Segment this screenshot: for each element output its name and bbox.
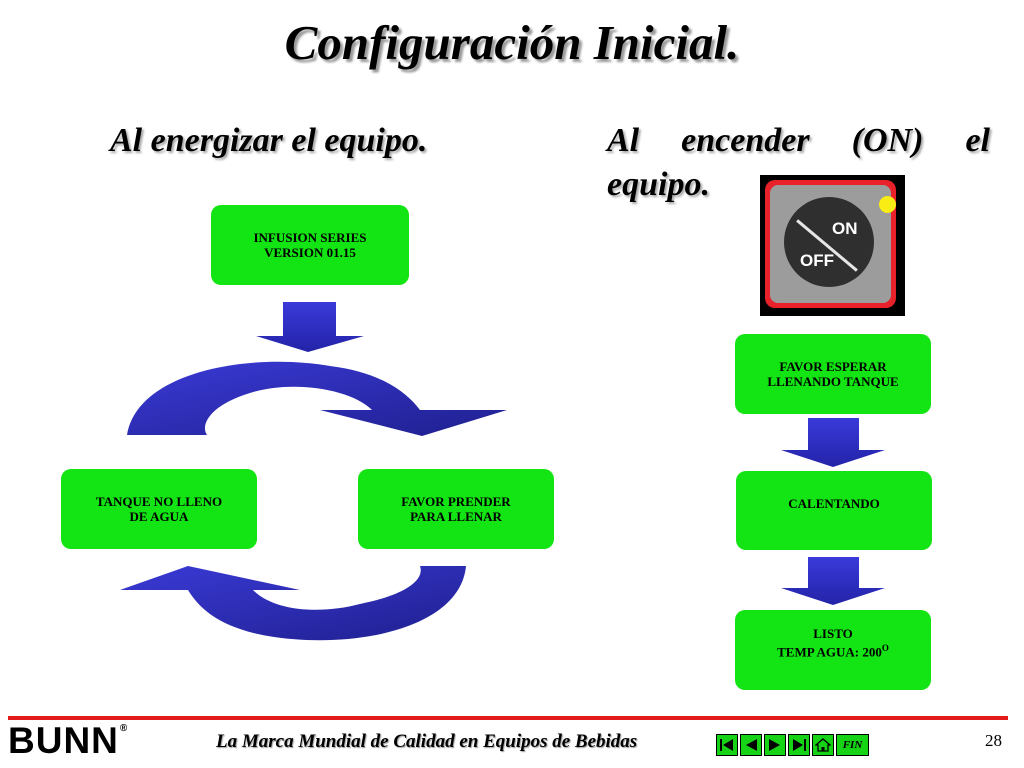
switch-off-label: OFF xyxy=(800,251,834,270)
tank-not-full-text: TANQUE NO LLENO DE AGUA xyxy=(95,494,223,524)
upper-curved-arrow xyxy=(127,361,507,436)
last-slide-button[interactable] xyxy=(788,734,810,756)
slide-navigation: FIN xyxy=(716,734,871,756)
ready-line1: LISTO xyxy=(813,626,853,641)
next-slide-button[interactable] xyxy=(764,734,786,756)
lower-curved-arrow xyxy=(120,566,466,641)
first-slide-button[interactable] xyxy=(716,734,738,756)
footer-tagline: La Marca Mundial de Calidad en Equipos d… xyxy=(216,731,638,752)
wait-filling-text: FAVOR ESPERAR LLENANDO TANQUE xyxy=(767,359,899,389)
logo-text: BUNN xyxy=(8,720,119,761)
end-show-button[interactable]: FIN xyxy=(836,734,869,756)
wait-filling-box: FAVOR ESPERAR LLENANDO TANQUE xyxy=(735,334,931,414)
heating-text: CALENTANDO xyxy=(788,496,880,511)
right-heading-line2: equipo. xyxy=(607,166,710,203)
triangle-right-icon xyxy=(769,739,780,751)
version-box-text: INFUSION SERIES VERSION 01.15 xyxy=(253,230,367,260)
tank-not-full-box: TANQUE NO LLENO DE AGUA xyxy=(61,469,257,549)
right-heading-word: encender xyxy=(681,122,810,159)
down-arrow xyxy=(256,302,364,352)
left-heading: Al energizar el equipo. xyxy=(110,122,428,159)
heating-box: CALENTANDO xyxy=(736,471,932,550)
degree-mark: O xyxy=(881,643,889,653)
skip-forward-icon xyxy=(793,739,806,751)
skip-back-icon xyxy=(720,739,733,751)
right-heading-word: Al xyxy=(607,122,640,159)
turn-on-box: FAVOR PRENDER PARA LLENAR xyxy=(358,469,554,549)
version-box: INFUSION SERIES VERSION 01.15 xyxy=(211,205,409,285)
page-number: 28 xyxy=(985,731,1002,750)
right-heading-word: (ON) xyxy=(851,122,924,159)
footer-divider xyxy=(8,716,1008,720)
on-off-switch-image: ON OFF xyxy=(760,175,905,316)
triangle-left-icon xyxy=(746,739,757,751)
switch-face: ON OFF xyxy=(770,185,896,303)
ready-text: LISTO TEMP AGUA: 200O xyxy=(777,626,889,659)
home-icon xyxy=(815,738,831,752)
previous-slide-button[interactable] xyxy=(740,734,762,756)
bunn-logo: BUNN® xyxy=(8,720,128,762)
turn-on-text: FAVOR PRENDER PARA LLENAR xyxy=(401,494,511,524)
slide-title: Configuración Inicial. xyxy=(284,15,740,70)
switch-knob: ON OFF xyxy=(784,197,874,287)
registered-mark: ® xyxy=(119,723,129,734)
ready-line2: TEMP AGUA: 200 xyxy=(777,644,882,660)
ready-box: LISTO TEMP AGUA: 200O xyxy=(735,610,931,690)
right-heading-word: el xyxy=(965,122,990,159)
down-arrow xyxy=(781,557,885,605)
right-heading: Al encender (ON) el equipo. xyxy=(607,119,990,207)
home-button[interactable] xyxy=(812,734,834,756)
down-arrow xyxy=(781,418,885,467)
indicator-led xyxy=(879,196,896,213)
switch-on-label: ON xyxy=(832,219,858,238)
switch-bezel: ON OFF xyxy=(765,180,896,308)
